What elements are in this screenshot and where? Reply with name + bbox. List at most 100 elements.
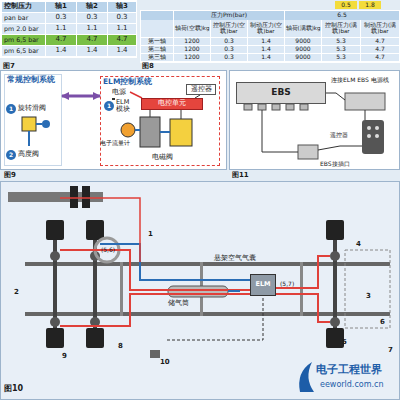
table-cell: 6.5 [285,11,399,20]
table-cell: 1200 [174,54,210,61]
connector-port [272,104,280,110]
callout-number: 4 [356,240,368,249]
cable [262,110,298,152]
air-line [228,290,240,292]
table-cell: 1.4 [248,54,284,61]
watermark-logo [299,362,314,392]
brake-line [60,294,250,326]
part-label: 高度阀 [18,149,58,161]
table-cell: 1.4 [108,46,136,56]
table-cell: 轴荷(满载)kg [285,20,321,37]
figure-panel [230,71,400,170]
table-cell: 轴3 [108,2,136,12]
air-spring [50,317,60,327]
socket-symbol [298,145,318,159]
connector-port [286,104,294,110]
callout-number: 5 [342,338,354,347]
table-cell: 控制压力(空载)bar [211,20,247,37]
signal-wire [181,110,182,119]
figure-number: 图11 [232,171,256,180]
table-cell: 1200 [174,38,210,45]
air-pipe [135,129,140,131]
tire [86,328,104,348]
table-cell: 轴1 [46,2,76,12]
figure-number: 图8 [142,63,166,71]
brake-line [276,256,330,288]
part-label: 遥控器 [330,131,358,140]
figure-panel [1,182,400,400]
table-cell: 1.4 [46,46,76,56]
callout-number: 1 [104,101,114,111]
watermark: eeworld.com.cn [320,380,398,390]
figure-number: 图7 [3,63,27,71]
air-line [100,244,250,280]
callout-number: 2 [6,150,16,160]
part-label: 悬架空气气囊 [214,254,262,262]
table-cell: 0.3 [108,13,136,23]
air-pipe [36,123,42,125]
table-cell: 第二轴 [141,46,173,53]
trailer-line [60,198,140,262]
elm-module-symbol [345,93,385,110]
node-text: ELM [255,281,270,288]
table-cell: 第一轴 [141,38,173,45]
table-cell: 1.8 [359,1,381,9]
table-cell: 轴荷(空载)kg [174,20,210,37]
tire [326,328,344,348]
table-cell: 4.7 [46,35,76,45]
part-label: EBS接插口 [320,160,364,169]
cross-member [120,262,123,316]
control-wire [165,298,263,340]
watermark: 电子工程世界 [316,363,396,377]
part-label: 旋转滑阀 [18,103,62,115]
part-label: 电子流量计 [100,139,136,148]
solenoid-valve-symbol [170,119,192,146]
cable [365,110,366,120]
table-cell: 9000 [285,54,321,61]
figure-panel [1,71,227,170]
part-label: 遥控器 [186,84,216,95]
table-cell: 制动压力(满载)bar [361,20,399,37]
table-cell: 0.3 [77,13,107,23]
table-cell: 控制压力 [2,2,45,12]
tire [86,220,104,240]
table-cell: 1.1 [108,24,136,34]
connector-port [300,104,308,110]
table-cell: 9000 [285,46,321,53]
figure-number: 图9 [4,171,26,180]
tire [46,220,64,240]
table-cell: 9000 [285,38,321,45]
connector-port [244,104,252,110]
table-cell: 0.3 [211,46,247,53]
table-cell: 1.1 [77,24,107,34]
table-cell: 压力Pm(bar) [174,11,284,20]
table-cell: 0.5 [335,1,357,9]
frame-heading: 常规控制系统 [7,76,55,84]
air-pipe [28,131,30,146]
air-tank [168,286,228,297]
air-pipe [160,131,170,133]
node-text: 电控单元 [158,100,186,108]
table-cell: 0.3 [46,13,76,23]
callout-number: 3 [366,292,378,301]
table-cell: 5.3 [322,46,360,53]
table-cell: 4.7 [361,46,399,53]
table-cell: pm 6,5 bar [2,46,45,56]
table-cell: 4.7 [77,35,107,45]
table-cell: 轴2 [77,2,107,12]
table-cell-empty [141,11,173,20]
flow-meter-symbol [121,123,135,137]
table-cell: 1.4 [77,46,107,56]
callout-number: 6 [380,318,392,327]
table-cell: 4.7 [361,54,399,61]
remote-button [367,126,371,130]
table-cell: 制动压力(空载)bar [248,20,284,37]
remote-button [375,134,379,138]
ebs-box: EBS [236,82,326,104]
table-cell: 1.1 [46,24,76,34]
air-spring [330,251,340,261]
double-arrow [62,95,100,98]
power-cable [326,93,345,100]
air-spring [330,317,340,327]
